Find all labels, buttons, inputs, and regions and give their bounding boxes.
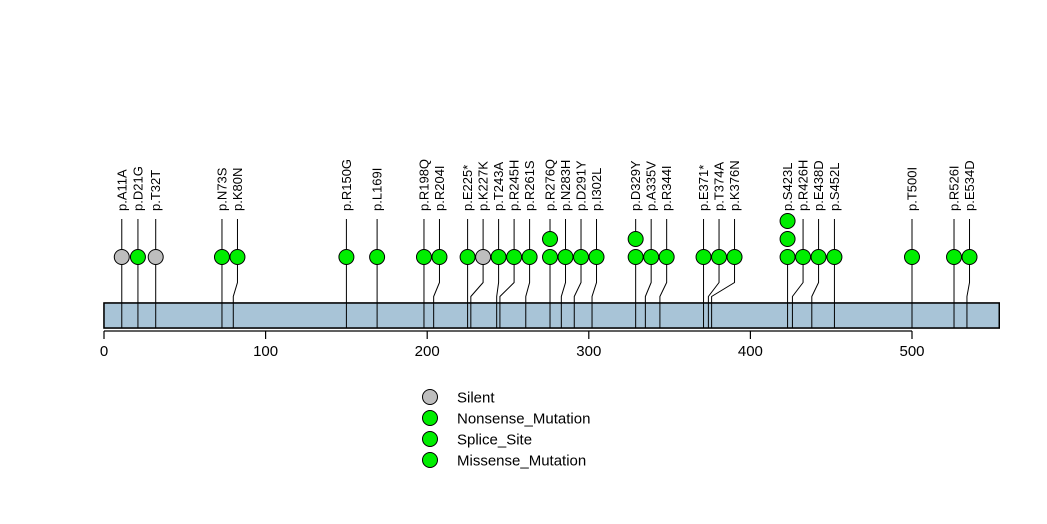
x-axis-tick-label: 500 [899, 343, 924, 360]
mutation-label: p.I302L [589, 168, 604, 211]
mutation-label: p.R245H [507, 160, 522, 211]
mutation-label: p.K227K [476, 161, 491, 211]
mutation-label: p.E438D [811, 160, 826, 211]
mutation-dot[interactable]: p.D329Y (Missense_Mutation) [627, 231, 644, 247]
mutation-label: p.E225* [460, 165, 475, 211]
mutation-dot[interactable]: p.N283H (Missense_Mutation) [557, 249, 574, 265]
mutation-label: p.T32T [148, 170, 163, 211]
mutation-label: p.S423L [780, 163, 795, 211]
mutation-dot[interactable]: p.T32T (Silent) [147, 249, 164, 265]
mutation-label: p.T374A [712, 162, 727, 211]
x-axis-tick-label: 0 [100, 343, 108, 360]
legend-group: SilentNonsense_MutationSplice_SiteMissen… [422, 389, 591, 470]
mutation-dot[interactable]: p.T243A (Missense_Mutation) [490, 249, 507, 265]
mutation-dot[interactable]: p.T374A (Missense_Mutation) [711, 249, 728, 265]
mutation-dot[interactable]: p.D21G (Missense_Mutation) [129, 249, 146, 265]
lollipop-dots-group: p.A11A (Silent)p.D21G (Missense_Mutation… [113, 213, 978, 265]
mutation-dot[interactable]: p.K227K (Silent) [475, 249, 492, 265]
mutation-dot[interactable]: p.D291Y (Missense_Mutation) [573, 249, 590, 265]
mutation-label: p.R150G [339, 159, 354, 211]
mutation-dot[interactable]: p.E371* (Nonsense_Mutation) [695, 249, 712, 265]
mutation-dot[interactable]: p.R204I (Missense_Mutation) [431, 249, 448, 265]
x-axis-tick-label: 100 [253, 343, 278, 360]
mutation-label: p.K80N [230, 168, 245, 211]
legend-item-label: Missense_Mutation [457, 453, 586, 470]
mutation-dot[interactable]: p.E225* (Nonsense_Mutation) [459, 249, 476, 265]
mutation-label: p.A11A [114, 169, 129, 211]
mutation-label: p.T243A [491, 162, 506, 211]
mutation-dot[interactable]: p.N73S (Missense_Mutation) [213, 249, 230, 265]
mutation-dot[interactable]: p.R526I (Missense_Mutation) [946, 249, 963, 265]
mutation-dot[interactable]: p.S452L (Missense_Mutation) [826, 249, 843, 265]
mutation-label: p.R426H [796, 160, 811, 211]
legend-item[interactable]: Silent [422, 389, 496, 407]
legend-item[interactable]: Nonsense_Mutation [422, 410, 591, 428]
mutation-dot[interactable]: p.A11A (Silent) [113, 249, 130, 265]
mutation-dot[interactable]: p.T500I (Missense_Mutation) [904, 249, 920, 265]
legend-item[interactable]: Splice_Site [422, 431, 533, 449]
mutation-dot[interactable]: p.E534D (Missense_Mutation) [961, 249, 978, 265]
mutation-label: p.R276Q [543, 159, 558, 211]
mutation-label: p.R204I [432, 165, 447, 211]
mutation-label: p.S452L [827, 163, 842, 211]
x-axis-tick-label: 400 [738, 343, 763, 360]
mutation-label: p.R198Q [416, 159, 431, 211]
mutation-label: p.K376N [727, 160, 742, 211]
mutation-dot[interactable]: p.R261S (Missense_Mutation) [521, 249, 538, 265]
mutation-dot[interactable]: p.E438D (Missense_Mutation) [810, 249, 827, 265]
mutation-label: p.E371* [696, 165, 711, 211]
x-axis-tick-label: 300 [576, 343, 601, 360]
mutation-label: p.T500I [905, 167, 920, 211]
mutation-label: p.E534D [962, 160, 977, 211]
mutation-label: p.N73S [214, 167, 229, 211]
legend-item-label: Silent [457, 390, 495, 407]
protein-bar-outline [103, 302, 1000, 329]
mutation-label: p.R344I [659, 165, 674, 211]
legend-swatch-dot [422, 452, 438, 468]
legend-item[interactable]: Missense_Mutation [422, 452, 587, 470]
mutation-dot[interactable]: p.R426H (Missense_Mutation) [795, 249, 812, 265]
protein-bar-fill [104, 303, 999, 328]
mutation-label: p.R261S [522, 160, 537, 211]
legend-item-label: Nonsense_Mutation [457, 411, 590, 428]
mutation-dot[interactable]: p.L169I (Missense_Mutation) [369, 249, 386, 265]
protein-backbone-bar [103, 302, 1000, 329]
x-axis-tick-label: 200 [415, 343, 440, 360]
mutation-dot[interactable]: p.R245H (Missense_Mutation) [506, 249, 523, 265]
legend-swatch-dot [422, 389, 438, 405]
mutation-dot[interactable]: p.D329Y (Missense_Mutation) [627, 249, 644, 265]
mutation-label: p.R526I [947, 165, 962, 211]
mutation-dot[interactable]: p.S423L (Missense_Mutation) [779, 213, 796, 229]
mutation-dot[interactable]: p.A335V (Missense_Mutation) [643, 249, 660, 265]
mutation-dot[interactable]: p.R276Q (Missense_Mutation) [542, 249, 559, 265]
mutation-label: p.A335V [644, 161, 659, 211]
mutation-dot[interactable]: p.S423L (Missense_Mutation) [779, 249, 796, 265]
mutation-label: p.D291Y [574, 160, 589, 211]
legend-swatch-dot [422, 410, 438, 426]
mutation-dot[interactable]: p.K80N (Missense_Mutation) [229, 249, 246, 265]
mutation-dot[interactable]: p.K376N (Missense_Mutation) [726, 249, 743, 265]
mutation-dot[interactable]: p.R198Q (Missense_Mutation) [415, 249, 432, 265]
mutation-dot[interactable]: p.S423L (Missense_Mutation) [779, 231, 796, 247]
mutation-dot[interactable]: p.R150G (Missense_Mutation) [338, 249, 355, 265]
mutation-dot[interactable]: p.R276Q (Missense_Mutation) [542, 231, 559, 247]
x-axis-group: 0 100 200 300 400 500 [100, 330, 925, 360]
mutation-dot[interactable]: p.R344I (Missense_Mutation) [658, 249, 675, 265]
legend-swatch-dot [422, 431, 438, 447]
legend-item-label: Splice_Site [457, 432, 532, 449]
mutation-label: p.D21G [130, 166, 145, 211]
mutation-label: p.N283H [558, 160, 573, 211]
mutation-dot[interactable]: p.I302L (Missense_Mutation) [588, 249, 605, 265]
mutation-label: p.D329Y [628, 160, 643, 211]
mutation-label: p.L169I [370, 168, 385, 211]
